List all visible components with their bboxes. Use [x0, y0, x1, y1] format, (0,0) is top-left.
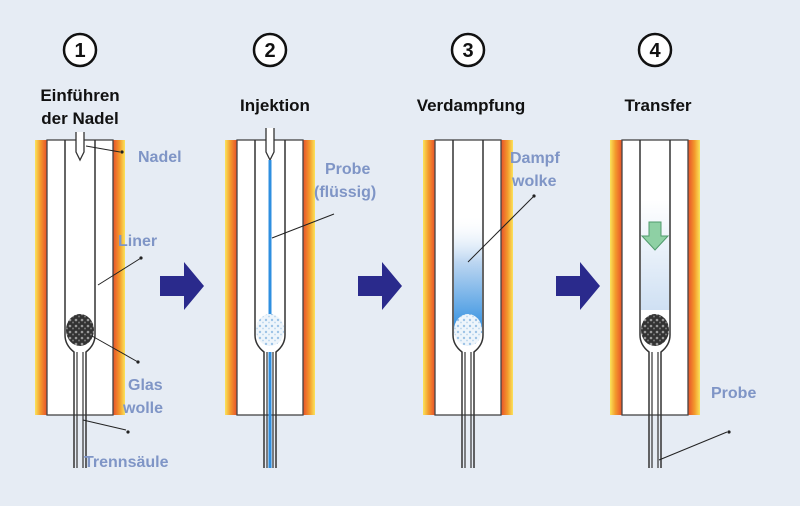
glass-wool-1 — [66, 314, 94, 346]
step-1-title-line2: der Nadel — [41, 109, 118, 128]
step-1-number: 1 — [74, 40, 85, 62]
step-3-title: Verdampfung — [417, 96, 526, 115]
label-nadel: Nadel — [138, 149, 182, 166]
glass-wool-3 — [454, 314, 482, 346]
step-2-number-circle — [252, 32, 288, 68]
label-probe-fluessig-1: Probe — [325, 161, 370, 178]
label-probe-fluessig-2: (flüssig) — [314, 184, 376, 201]
step-1: 1 Einführen der Nadel Nadel Liner Glas w… — [34, 32, 182, 471]
vapor-cloud — [454, 215, 482, 333]
step-4-number: 4 — [649, 40, 661, 62]
label-probe: Probe — [711, 385, 756, 402]
arrow-step-1-2 — [160, 262, 204, 310]
needle-1 — [75, 132, 85, 162]
step-3-number-circle — [450, 32, 486, 68]
needle-2 — [265, 128, 275, 162]
glass-wool-2 — [256, 314, 284, 346]
glass-wool-4 — [641, 314, 669, 346]
step-2-number: 2 — [264, 40, 275, 62]
label-liner: Liner — [118, 233, 157, 250]
step-3-number: 3 — [462, 40, 473, 62]
transfer-arrow — [640, 221, 670, 251]
heater-block-1 — [34, 139, 126, 416]
step-4-number-circle — [637, 32, 673, 68]
step-4-title: Transfer — [624, 96, 691, 115]
label-wolle: wolle — [122, 400, 163, 417]
step-2: 2 Injektion Probe (flüssig) — [224, 32, 376, 469]
label-dampf: Dampf — [510, 150, 560, 167]
label-trennsaeule: Trennsäule — [84, 454, 169, 471]
label-wolke: wolke — [511, 173, 557, 190]
step-3: 3 Verdampfung Dampf wolke — [417, 32, 560, 469]
step-2-title: Injektion — [240, 96, 310, 115]
arrow-step-2-3 — [358, 262, 402, 310]
step-1-number-circle — [62, 32, 98, 68]
step-1-title-line1: Einführen — [40, 86, 119, 105]
arrow-step-3-4 — [556, 262, 600, 310]
step-4: 4 Transfer Probe — [609, 32, 756, 469]
transfer-fade — [641, 200, 669, 310]
label-glas: Glas — [128, 377, 163, 394]
